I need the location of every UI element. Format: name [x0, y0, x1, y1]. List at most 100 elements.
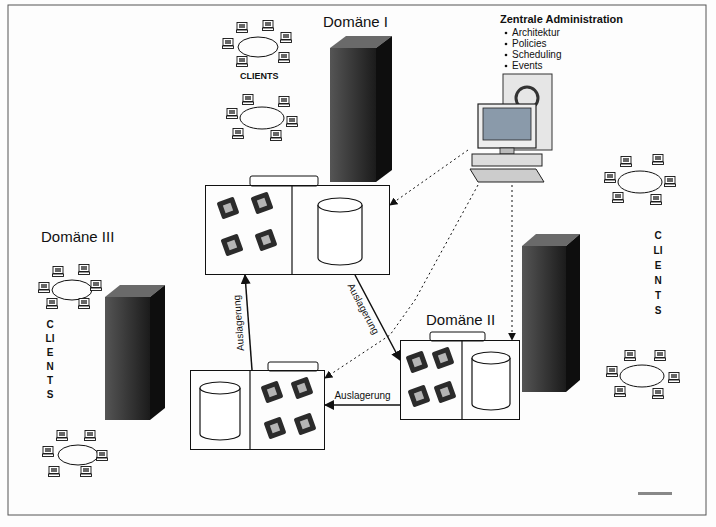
server-tower [150, 285, 165, 420]
admin-workstation [483, 108, 531, 140]
domain-title: Domäne II [426, 311, 495, 328]
server-tower [330, 48, 376, 182]
client-ring [240, 107, 284, 129]
client-ring [57, 431, 68, 441]
server-tower [522, 246, 566, 392]
storage-internals [290, 376, 313, 399]
client-ring [227, 109, 238, 119]
edge-label: Auslagerung [333, 390, 391, 402]
admin-item: Policies [512, 38, 546, 50]
admin-console: Zentrale AdministrationArchitekturPolici… [468, 10, 643, 185]
client-ring [607, 351, 680, 399]
storage-internals [216, 176, 362, 275]
client-ring [39, 265, 102, 309]
admin-workstation [500, 148, 514, 154]
storage-internals [263, 416, 286, 439]
client-ring [43, 431, 108, 477]
client-ring [263, 21, 274, 31]
client-ring [655, 351, 666, 361]
storage-unit: Domäne II [400, 340, 520, 420]
client-ring [227, 95, 298, 141]
client-ring [271, 131, 282, 141]
storage-internals [261, 235, 271, 245]
storage-internals [405, 350, 428, 373]
clients-label: CLIENTS [653, 228, 663, 318]
client-ring [279, 97, 290, 107]
admin-workstation [505, 54, 508, 57]
storage-internals [254, 228, 277, 251]
storage-internals [472, 352, 510, 364]
client-ring [49, 467, 60, 477]
client-ring [605, 173, 616, 183]
frame [8, 5, 706, 515]
storage-internals [249, 370, 250, 450]
corner-mark [638, 492, 672, 495]
control-link [512, 185, 513, 340]
storage-internals [291, 185, 292, 275]
client-ring [621, 157, 632, 167]
storage-internals [414, 391, 424, 401]
admin-workstation [505, 43, 508, 46]
client-ring [653, 155, 664, 165]
client-ring [58, 445, 98, 465]
storage-internals [293, 412, 316, 435]
clients-label: CLIENTS [45, 318, 55, 402]
storage-internals [318, 198, 362, 212]
storage-internals [200, 362, 318, 450]
storage-internals [254, 228, 277, 251]
admin-workstation [472, 154, 542, 166]
client-ring [223, 39, 234, 49]
edge-label: Auslagerung [230, 294, 246, 353]
storage-unit: Domäne III [190, 370, 325, 450]
client-ring [43, 447, 54, 457]
storage-internals [433, 380, 456, 403]
client-ring [85, 431, 96, 441]
client-ring [653, 389, 664, 399]
storage-internals [263, 416, 286, 439]
domain-title: Domäne I [323, 13, 388, 30]
storage-internals [407, 384, 430, 407]
client-ring [279, 53, 290, 63]
storage-internals [216, 196, 239, 219]
client-ring [669, 373, 680, 383]
client-ring [91, 281, 102, 291]
client-ring [238, 37, 278, 57]
storage-internals [300, 419, 310, 429]
client-ring [237, 57, 248, 67]
server-tower [105, 297, 150, 420]
storage-internals [438, 353, 448, 363]
storage-internals [412, 357, 422, 367]
storage-internals [290, 376, 313, 399]
storage-internals [250, 191, 273, 214]
client-ring [613, 193, 624, 203]
storage-internals [407, 384, 430, 407]
storage-internals [431, 346, 454, 369]
client-ring [97, 451, 108, 461]
storage-internals [293, 412, 316, 435]
storage-internals [270, 423, 280, 433]
client-ring [79, 299, 90, 309]
client-ring [618, 171, 662, 193]
client-ring [243, 95, 254, 105]
client-ring [233, 129, 244, 139]
storage-internals [431, 346, 454, 369]
client-ring [281, 33, 292, 43]
storage-internals [461, 340, 462, 420]
storage-internals [318, 205, 362, 265]
storage-internals [220, 233, 243, 256]
storage-internals [223, 203, 233, 213]
clients-label: CLIENTS [240, 71, 279, 82]
server-tower [522, 234, 580, 392]
storage-internals [260, 380, 283, 403]
storage-unit: Domäne I [205, 185, 390, 275]
storage-internals [250, 191, 273, 214]
storage-internals [297, 383, 307, 393]
client-ring [605, 155, 676, 205]
client-ring [237, 23, 248, 33]
server-tower [566, 234, 580, 392]
server-tower [105, 285, 165, 420]
storage-internals [216, 196, 239, 219]
